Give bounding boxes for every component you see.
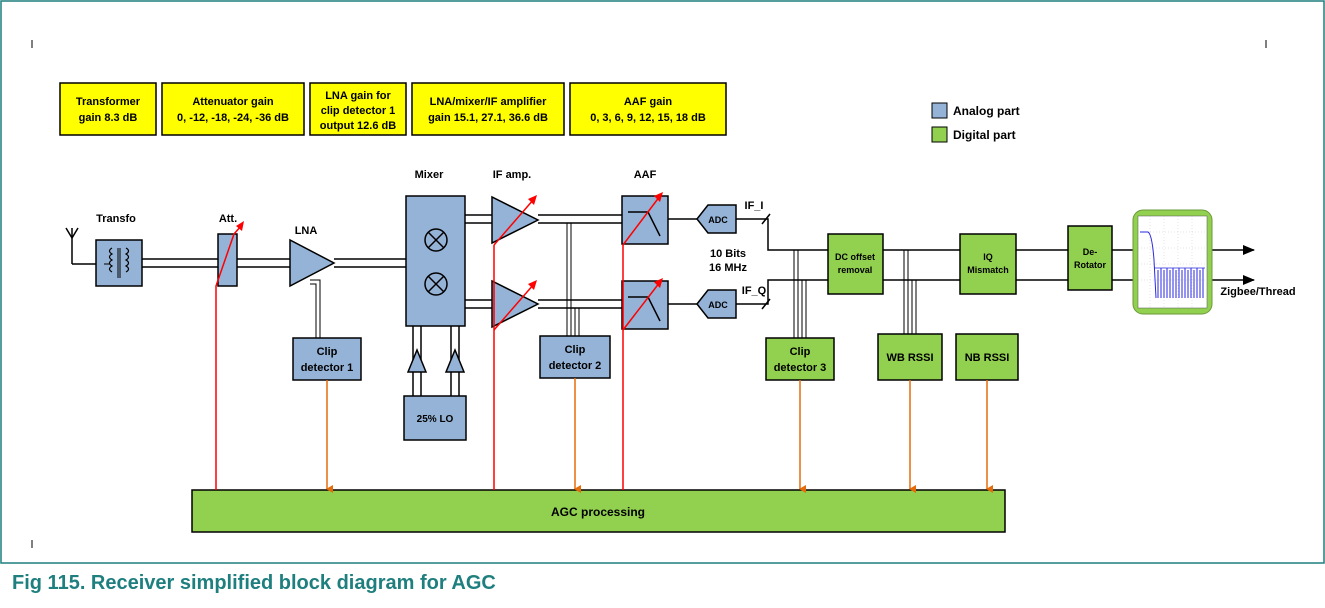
gain-box-line: AAF gain [624,96,673,108]
gain-box-line: gain 15.1, 27.1, 36.6 dB [428,112,548,124]
dc-offset-line: DC offset [835,252,875,262]
wb-rssi-block: WB RSSI [877,333,943,381]
adc-i: ADC [696,204,737,234]
adc-label: ADC [708,215,728,225]
legend-swatch-analog [931,102,948,119]
figure-caption: Fig 115. Receiver simplified block diagr… [12,572,496,594]
mixer-block [405,195,466,327]
nb-rssi-label: NB RSSI [965,352,1010,364]
agc-processing-label: AGC processing [551,505,645,519]
antenna-icon [65,227,96,265]
clip-detector-line: detector 3 [774,362,827,374]
nb-rssi-block: NB RSSI [955,333,1019,381]
gain-box-line: 0, 3, 6, 9, 12, 15, 18 dB [590,112,706,124]
de-rotator-line: De- [1083,247,1098,257]
gain-box-line: output 12.6 dB [320,120,396,132]
if-q-label: IF_Q [742,285,767,297]
iq-mismatch-block: IQ Mismatch [959,233,1017,295]
gain-box-line: Transformer [76,96,141,108]
gain-box-line: Attenuator gain [192,96,274,108]
adc-label: ADC [708,300,728,310]
iq-mismatch-line: IQ [983,252,993,262]
feedback-arrows [326,378,993,493]
dc-offset-line: removal [838,265,873,275]
clip2-taps [566,223,580,336]
if-amp-q [491,279,540,329]
gain-control-lines [215,195,661,490]
iq-mismatch-line: Mismatch [967,265,1009,275]
lo-block: 25% LO [403,395,467,441]
clip-detector-line: Clip [317,346,338,358]
figure-border [0,0,1325,564]
digital-signal-path [736,213,1133,310]
gain-box-line: gain 8.3 dB [79,112,138,124]
mixer-label: Mixer [415,169,444,181]
adc-bits-label: 10 Bits [710,248,746,260]
legend-swatch-digital [931,126,948,143]
clip-detector-1: Clip detector 1 [292,337,362,381]
gain-box-lna: LNA gain for clip detector 1 output 12.6… [309,82,407,136]
lna-clip-tap [310,279,321,338]
gain-box-line: 0, -12, -18, -24, -36 dB [177,112,289,124]
lo-label: 25% LO [417,414,454,425]
clip3-taps [793,250,807,338]
gain-box-attenuator: Attenuator gain 0, -12, -18, -24, -36 dB [161,82,305,136]
lo-buffer [406,348,428,373]
adc-rate-label: 16 MHz [709,262,747,274]
if-i-label: IF_I [745,200,764,212]
legend-digital-label: Digital part [953,128,1016,142]
wb-rssi-taps [903,250,917,334]
lo-buffer [444,348,466,373]
lna-label: LNA [295,225,318,237]
lna-block [289,238,336,288]
transformer-block [95,239,143,287]
channel-filter-plot [1132,209,1213,315]
gain-box-line: LNA/mixer/IF amplifier [430,96,547,108]
output-label: Zigbee/Thread [1220,286,1295,298]
adc-q: ADC [696,289,737,319]
gain-box-line: LNA gain for [325,90,391,102]
gain-box-aaf: AAF gain 0, 3, 6, 9, 12, 15, 18 dB [569,82,727,136]
rf-signal-path [142,214,697,309]
attenuator-block [217,233,238,287]
clip-detector-2: Clip detector 2 [539,335,611,379]
clip-detector-line: detector 2 [549,360,602,372]
de-rotator-block: De- Rotator [1067,225,1113,291]
clip-detector-line: Clip [790,346,811,358]
att-label: Att. [219,213,237,225]
clip-detector-line: detector 1 [301,362,354,374]
gain-control-arrowheads [236,192,663,290]
gain-box-line: clip detector 1 [321,105,396,117]
agc-processing-block: AGC processing [191,489,1006,533]
legend: Analog part Digital part [931,102,1020,143]
clip-detector-3: Clip detector 3 [765,337,835,381]
mixer-multiply-icon [424,228,448,252]
dc-offset-removal-block: DC offset removal [827,233,884,295]
de-rotator-line: Rotator [1074,260,1106,270]
legend-analog-label: Analog part [953,104,1020,118]
clip-detector-line: Clip [565,344,586,356]
wb-rssi-label: WB RSSI [886,352,933,364]
if-amp-label: IF amp. [493,169,532,181]
mixer-multiply-icon [424,272,448,296]
transfo-label: Transfo [96,213,136,225]
gain-box-if-amplifier: LNA/mixer/IF amplifier gain 15.1, 27.1, … [411,82,565,136]
aaf-label: AAF [634,169,657,181]
gain-box-transformer: Transformer gain 8.3 dB [59,82,157,136]
